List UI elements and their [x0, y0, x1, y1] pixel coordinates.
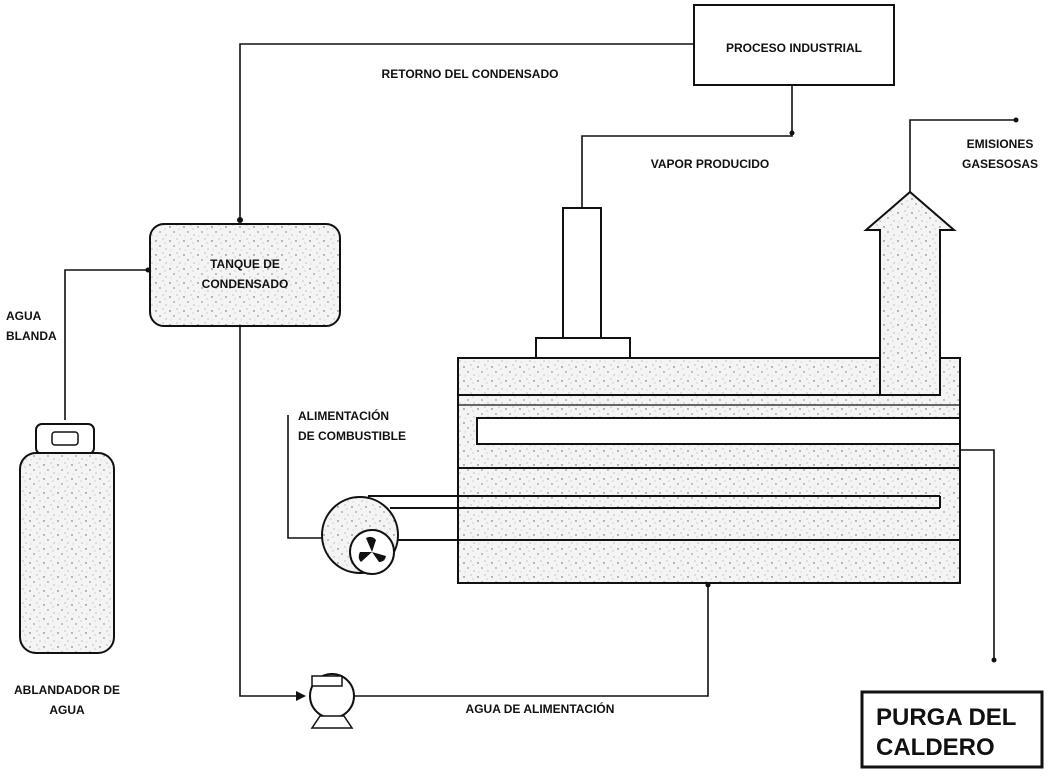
- proceso-industrial-label: PROCESO INDUSTRIAL: [726, 41, 862, 55]
- feed-pump: [309, 673, 355, 729]
- retorno-condensado-label: RETORNO DEL CONDENSADO: [382, 67, 559, 81]
- combustible-label-line2: DE COMBUSTIBLE: [298, 429, 406, 443]
- emisiones-label-line1: EMISIONES: [967, 137, 1034, 151]
- purga-line: [960, 449, 995, 660]
- proceso-industrial-box: PROCESO INDUSTRIAL: [693, 4, 895, 86]
- purga-caldero-box: PURGA DEL CALDERO: [860, 690, 1044, 769]
- tanque-label-line2: CONDENSADO: [202, 277, 289, 291]
- tank-to-pump-line: [239, 326, 300, 697]
- ablandador-agua: ABLANDADOR DE AGUA: [14, 423, 120, 717]
- tanque-condensado: TANQUE DE CONDENSADO: [149, 223, 341, 327]
- emisiones-arrow: [863, 190, 957, 396]
- agua-blanda-label-line1: AGUA: [6, 309, 42, 323]
- junction-dot: [991, 657, 997, 663]
- emisiones-line: [909, 119, 1016, 192]
- vapor-producido-label: VAPOR PRODUCIDO: [651, 157, 769, 171]
- tanque-label-line1: TANQUE DE: [210, 257, 280, 271]
- purga-label-line2: CALDERO: [876, 734, 995, 761]
- agua-alimentacion-label: AGUA DE ALIMENTACIÓN: [466, 701, 615, 716]
- purga-label-line1: PURGA DEL: [876, 704, 1016, 731]
- agua-blanda-label-line2: BLANDA: [6, 329, 57, 343]
- ablandador-label-line1: ABLANDADOR DE: [14, 683, 120, 697]
- steam-column-base: [535, 337, 631, 359]
- agua-alimentacion-line: [354, 585, 709, 697]
- combustible-line: [287, 415, 323, 539]
- junction-dot: [237, 217, 243, 223]
- burner-fan: [321, 496, 399, 575]
- fan-icon: [358, 536, 386, 562]
- arrow-head: [296, 691, 306, 701]
- steam-column: [562, 207, 602, 341]
- agua-blanda-line: [64, 269, 150, 420]
- junction-dot: [1013, 117, 1019, 123]
- vapor-producido-line: [581, 86, 793, 210]
- emisiones-label-line2: GASESOSAS: [962, 157, 1038, 171]
- ablandador-label-line2: AGUA: [49, 703, 85, 717]
- retorno-condensado-line: [239, 43, 694, 220]
- fire-tube-upper: [476, 417, 961, 445]
- caldero-body: [368, 357, 961, 584]
- junction-dot: [145, 267, 151, 273]
- junction-dot: [789, 130, 795, 136]
- combustible-label-line1: ALIMENTACIÓN: [298, 408, 389, 423]
